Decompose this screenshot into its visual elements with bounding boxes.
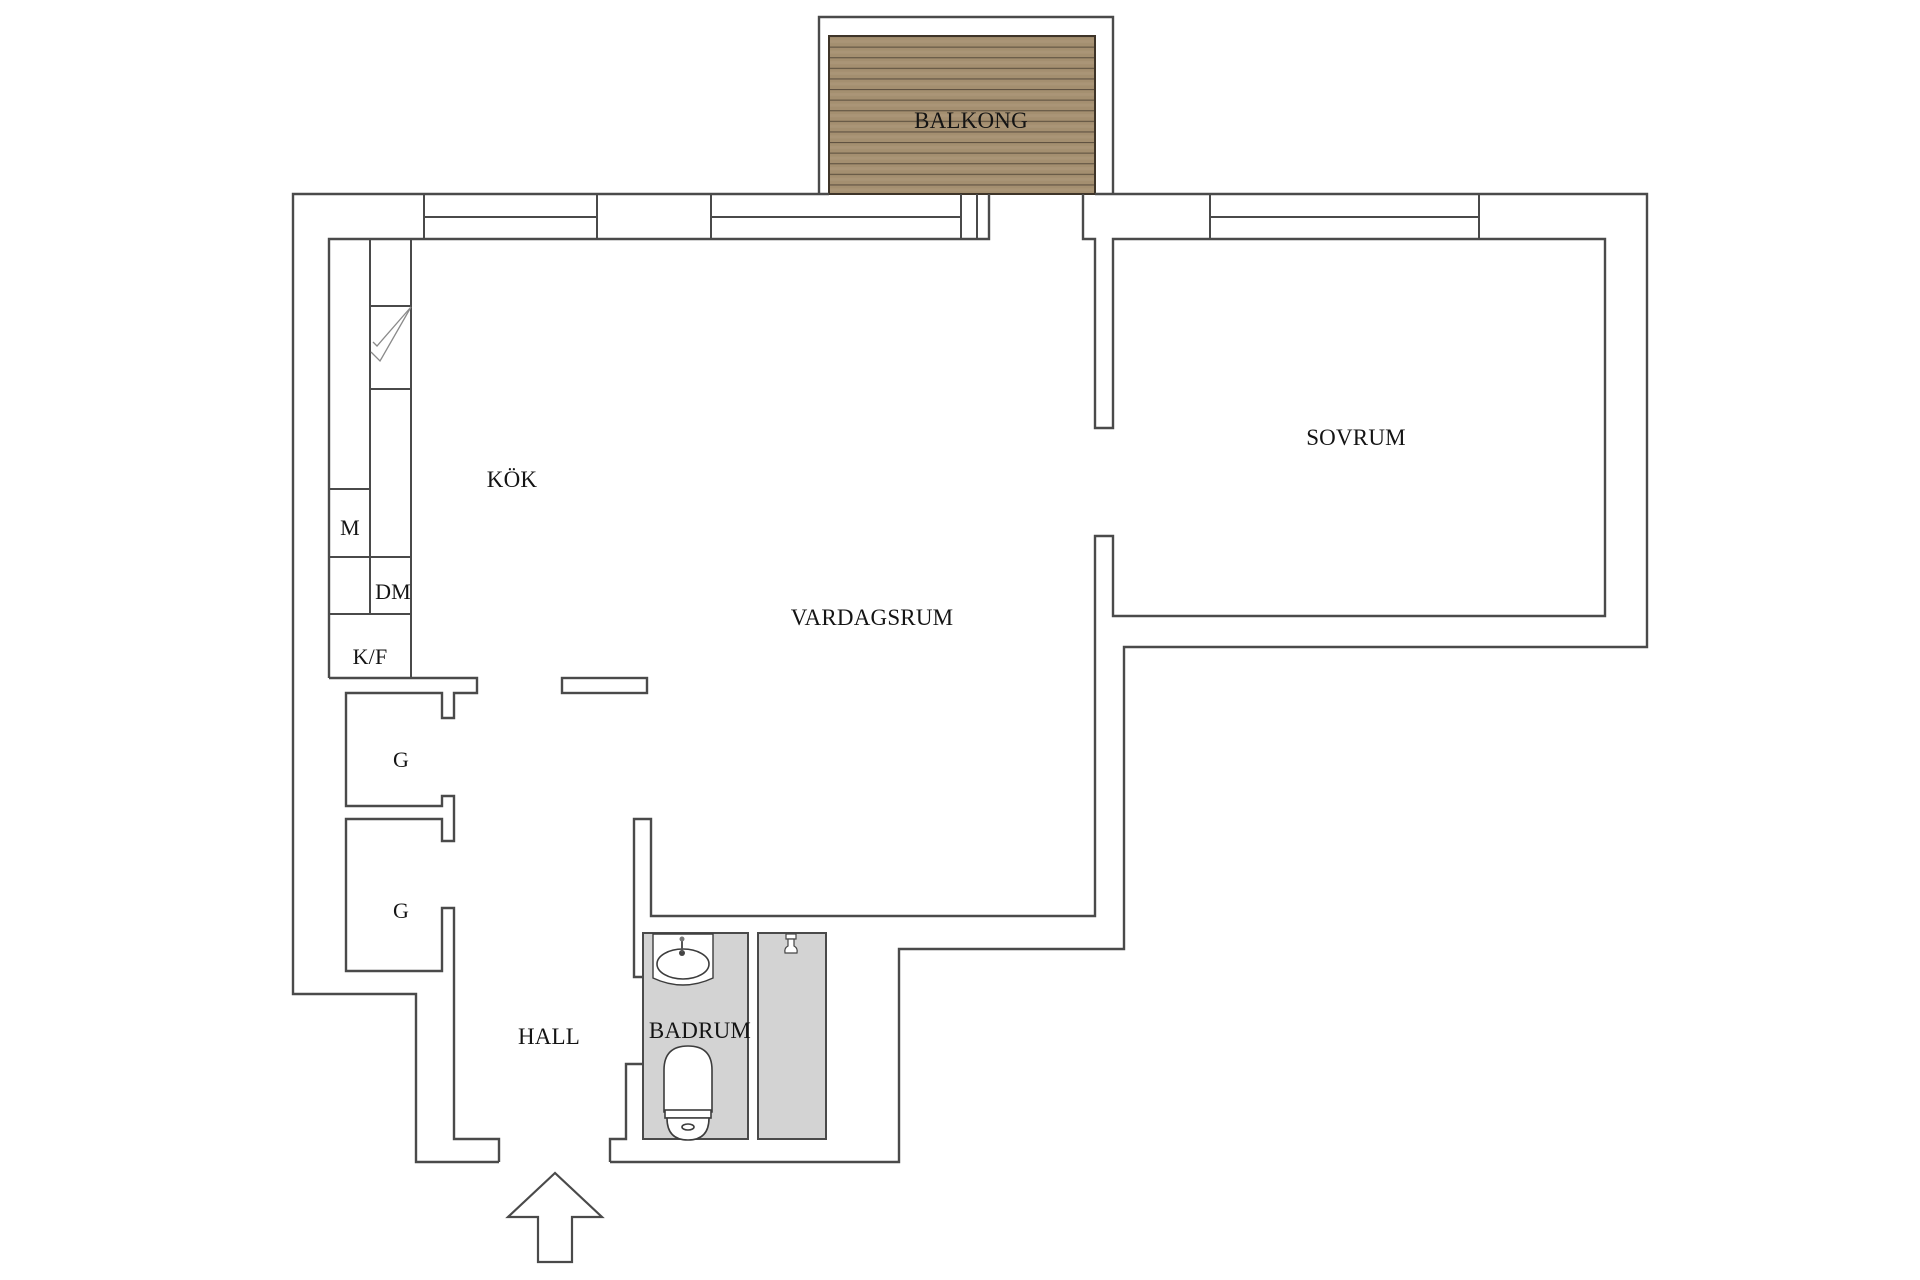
inner-walls — [327, 194, 1607, 1162]
closet-label: G — [392, 747, 410, 772]
sink-icon — [652, 933, 714, 986]
closet-label: G — [392, 898, 410, 923]
room-label-kitchen: KÖK — [486, 467, 538, 492]
room-label-bedroom: SOVRUM — [1306, 425, 1406, 450]
entrance-arrow-icon — [505, 1171, 605, 1264]
room-label-balcony: BALKONG — [914, 108, 1028, 133]
appliance-label-microwave: M — [340, 515, 360, 540]
bathroom — [642, 932, 827, 1141]
balcony — [817, 15, 1115, 195]
room-label-hall: HALL — [517, 1024, 581, 1049]
shower-icon — [784, 933, 798, 954]
appliance-label-fridge-freezer: K/F — [352, 644, 388, 669]
outer-walls — [291, 192, 1649, 1164]
room-label-bathroom: BADRUM — [648, 1018, 752, 1043]
room-label-living-room: VARDAGSRUM — [790, 605, 954, 630]
appliance-label-dishwasher: DM — [375, 579, 411, 604]
toilet-icon — [663, 1045, 713, 1141]
